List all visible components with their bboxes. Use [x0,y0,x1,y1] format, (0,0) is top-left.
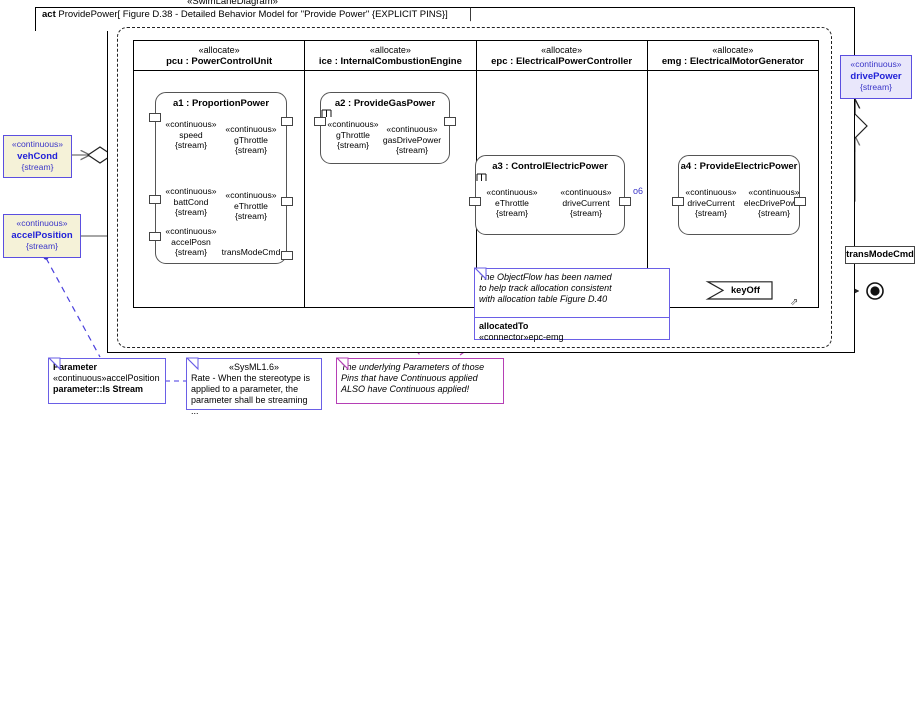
pin-label-a4-elecdrivepower: «continuous» elecDrivePower {stream} [743,187,805,218]
pin-a2-out-gasdrivepower[interactable] [444,117,456,126]
diagram-stereotype: «SwimLaneDiagram» [187,0,278,7]
swimlane-name: pcu : PowerControlUnit [166,55,273,67]
pin-a2-in-gthrottle[interactable] [314,117,326,126]
pin-label-a3-ethrottle: «continuous» eThrottle {stream} [486,187,538,218]
swimlane-header-emg: «allocate» emg : ElectricalMotorGenerato… [647,41,818,71]
swimlane-stereotype: «allocate» [541,44,583,55]
swimlane-name: ice : InternalCombustionEngine [318,55,462,67]
action-a3[interactable]: a3 : ControlElectricPower «continuous» e… [475,155,625,235]
pin-label-a1-transmodecmd: transModeCmd [221,247,281,257]
frame-kind: act [42,9,56,20]
pin-a1-in-accelposn[interactable] [149,232,161,241]
note-continuous: The underlying Parameters of those Pins … [335,357,504,404]
pin-label-a1-battcond: «continuous» battCond {stream} [165,186,217,217]
note-parameter: Parameter «continuous»accelPosition para… [47,357,166,404]
swimlane-name: epc : ElectricalPowerController [491,55,633,67]
pin-label-a4-drivecurrent: «continuous» driveCurrent {stream} [685,187,737,218]
activity-parameter-accelposition[interactable]: «continuous» accelPosition {stream} [3,214,81,258]
pin-a1-out-gthrottle[interactable] [281,117,293,126]
action-a2[interactable]: a2 : ProvideGasPower «continuous» gThrot… [320,92,450,164]
action-a4[interactable]: a4 : ProvideElectricPower «continuous» d… [678,155,804,235]
action-a4-title: a4 : ProvideElectricPower [680,161,798,172]
swimlane-emg: «allocate» emg : ElectricalMotorGenerato… [647,41,818,307]
object-node-transmodecmd[interactable]: transModeCmd [845,246,915,264]
note-object-flow-allocation: allocatedTo «connector»epc-emg [475,317,669,346]
swimlane-stereotype: «allocate» [198,44,240,55]
accept-event-keyoff[interactable]: keyOff [705,281,773,300]
pin-label-a2-gasdrivepower: «continuous» gasDrivePower {stream} [382,124,442,155]
note-sysml16: «SysML1.6» Rate - When the stereotype is… [185,357,322,416]
pin-a3-in-ethrottle[interactable] [469,197,481,206]
note-fold-icon [335,357,349,371]
note-object-flow-text: The ObjectFlow has been named to help tr… [479,272,612,304]
note-fold-icon [47,357,61,371]
pin-a1-in-battcond[interactable] [149,195,161,204]
note-continuous-text: The underlying Parameters of those Pins … [341,362,485,394]
action-a1[interactable]: a1 : ProportionPower «continuous» speed … [155,92,287,264]
rake-icon [321,109,332,117]
z-marker: ⇗ [790,297,799,308]
swimlane-epc: «allocate» epc : ElectricalPowerControll… [476,41,648,307]
activity-parameter-drivepower[interactable]: «continuous» drivePower {stream} [840,55,912,99]
anchor-parameter-note [43,254,101,358]
note-object-flow: The ObjectFlow has been named to help tr… [473,267,670,342]
swimlane-stereotype: «allocate» [369,44,411,55]
swimlane-header-pcu: «allocate» pcu : PowerControlUnit [134,41,305,71]
note-parameter-text: Parameter «continuous»accelPosition para… [53,362,160,394]
note-fold-icon [473,267,487,281]
note-fold-icon [185,357,199,371]
swimlane-ice: «allocate» ice : InternalCombustionEngin… [305,41,477,307]
pin-label-a1-gthrottle: «continuous» gThrottle {stream} [225,124,277,155]
pin-label-a1-speed: «continuous» speed {stream} [165,119,217,150]
swimlane-header-epc: «allocate» epc : ElectricalPowerControll… [476,41,647,71]
frame-bracket: [ Figure D.38 - Detailed Behavior Model … [117,9,448,20]
keyoff-label: keyOff [731,285,760,295]
pin-a1-out-transmodecmd[interactable] [281,251,293,260]
pin-label-a1-ethrottle: «continuous» eThrottle {stream} [225,190,277,221]
flow-label-o6: o6 [633,186,644,196]
pin-a4-out-elecdrivepower[interactable] [794,197,806,206]
swimlane-name: emg : ElectricalMotorGenerator [661,55,804,67]
rake-icon [476,173,487,181]
note-sysml16-text: «SysML1.6» Rate - When the stereotype is… [191,362,311,416]
action-a3-title: a3 : ControlElectricPower [492,161,608,172]
pin-a3-out-drivecurrent[interactable] [619,197,631,206]
frame-name: ProvidePower [58,9,118,20]
action-a2-title: a2 : ProvideGasPower [334,98,436,109]
activity-partition-frame [117,27,832,348]
keyoff-shape [705,281,773,300]
pin-label-a1-accelposn: «continuous» accelPosn {stream} [165,226,217,257]
action-a1-title: a1 : ProportionPower [172,98,270,109]
pin-a4-in-drivecurrent[interactable] [672,197,684,206]
swimlane-header-ice: «allocate» ice : InternalCombustionEngin… [305,41,476,71]
pin-a1-in-speed[interactable] [149,113,161,122]
swimlane-stereotype: «allocate» [712,44,754,55]
swimlane-pcu: «allocate» pcu : PowerControlUnit [134,41,306,307]
pin-label-a2-gthrottle: «continuous» gThrottle {stream} [327,119,379,150]
pin-label-a3-drivecurrent: «continuous» driveCurrent {stream} [560,187,612,218]
activity-parameter-vehcond[interactable]: «continuous» vehCond {stream} [3,135,72,178]
pin-a1-out-ethrottle[interactable] [281,197,293,206]
